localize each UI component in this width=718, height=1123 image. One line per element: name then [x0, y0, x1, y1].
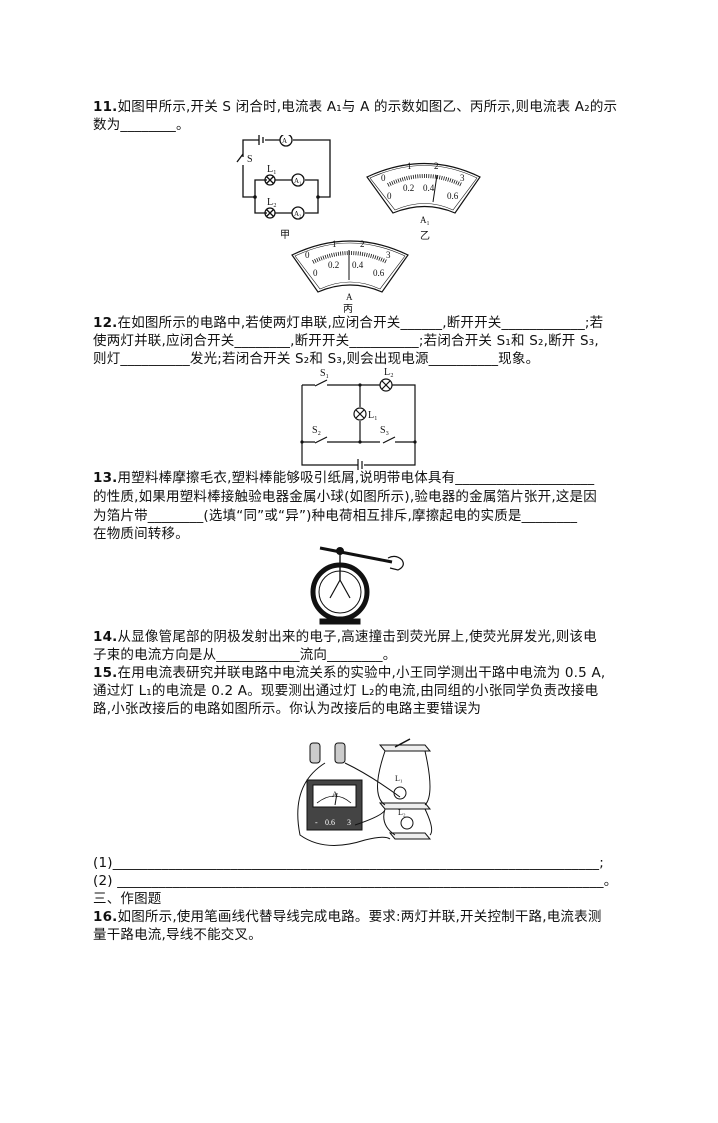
svg-text:0.6: 0.6 — [373, 268, 385, 278]
svg-text:3: 3 — [386, 250, 391, 260]
svg-text:1: 1 — [407, 161, 412, 171]
question-number: 13. — [93, 470, 118, 486]
q16-line-2: 量干路电流,导线不能交叉。 — [93, 927, 262, 943]
q11-figure: S L₁ L₂ A A₁ A₂ 甲 乙 丙 0 1 2 3 0 0.2 0.4 0.6 … — [236, 135, 481, 315]
svg-text:1: 1 — [332, 239, 337, 249]
label-a2: A₂ — [294, 210, 302, 218]
question-number: 11. — [93, 99, 118, 115]
svg-text:0: 0 — [313, 268, 318, 278]
q12-line-2: 使两灯并联,应闭合开关________,断开开关__________;若闭合开关… — [93, 333, 599, 349]
caption-bing: 丙 — [343, 304, 353, 315]
question-text: 在用电流表研究并联电路中电流关系的实验中,小王同学测出干路中电流为 0.5 A, — [117, 665, 606, 681]
q15-line-3: 路,小张改接后的电路如图所示。你认为改接后的电路主要错误为 — [93, 701, 482, 717]
caption-jia: 甲 — [280, 230, 290, 241]
label-s1: S₁ — [320, 368, 329, 379]
svg-text:0.6: 0.6 — [447, 191, 459, 201]
label-l2: L₂ — [267, 197, 277, 208]
q14-line-1: 14.从显像管尾部的阴极发射出来的电子,高速撞击到荧光屏上,使荧光屏发光,则该电 — [93, 628, 597, 646]
q15-line-1: 15.在用电流表研究并联电路中电流关系的实验中,小王同学测出干路中电流为 0.5… — [93, 664, 605, 682]
lamp-l1-icon — [393, 786, 407, 800]
q14-line-2: 子束的电流方向是从____________流向________。 — [93, 647, 397, 663]
label-s3: S₃ — [380, 425, 389, 436]
q15-line-2: 通过灯 L₁的电流是 0.2 A。现要测出通过灯 L₂的电流,由同组的小张同学负… — [93, 683, 599, 699]
question-text: 如图所示,使用笔画线代替导线完成电路。要求:两灯并联,开关控制干路,电流表测 — [117, 909, 602, 925]
label-l1: L₁ — [267, 164, 277, 175]
ammeter-a-icon — [279, 135, 293, 147]
q13-line-1: 13.用塑料棒摩擦毛衣,塑料棒能够吸引纸屑,说明带电体具有___________… — [93, 469, 594, 487]
svg-text:0: 0 — [387, 191, 392, 201]
svg-text:0.4: 0.4 — [352, 260, 364, 270]
question-text: 用塑料棒摩擦毛衣,塑料棒能够吸引纸屑,说明带电体具有______________… — [117, 470, 595, 486]
switch-icon — [378, 744, 432, 752]
q13-line-4: 在物质间转移。 — [93, 526, 189, 542]
svg-text:0: 0 — [305, 250, 310, 260]
question-number: 15. — [93, 665, 118, 681]
svg-text:2: 2 — [434, 161, 439, 171]
q12-line-1: 12.在如图所示的电路中,若使两灯串联,应闭合开关______,断开开关____… — [93, 314, 603, 332]
svg-text:-: - — [315, 818, 318, 827]
q13-line-2: 的性质,如果用塑料棒接触验电器金属小球(如图所示),验电器的金属箔片张开,这是因 — [93, 489, 597, 505]
label-l1: L₁ — [368, 410, 378, 421]
meter-bing-label: A — [346, 292, 353, 302]
question-text: 在如图所示的电路中,若使两灯串联,应闭合开关______,断开开关_______… — [117, 315, 604, 331]
question-text: 如图甲所示,开关 S 闭合时,电流表 A₁与 A 的示数如图乙、丙所示,则电流表… — [117, 99, 618, 115]
circuit-jia — [236, 135, 331, 220]
svg-text:0: 0 — [381, 173, 386, 183]
q15-answer-1[interactable]: (1)_____________________________________… — [93, 855, 604, 871]
caption-yi: 乙 — [420, 230, 430, 242]
svg-text:3: 3 — [347, 818, 351, 827]
svg-text:3: 3 — [460, 173, 465, 183]
q13-line-3: 为箔片带________(选填“同”或“异”)种电荷相互排斥,摩擦起电的实质是_… — [93, 508, 578, 524]
svg-text:0.4: 0.4 — [423, 183, 435, 193]
q11-line-1: 11.如图甲所示,开关 S 闭合时,电流表 A₁与 A 的示数如图乙、丙所示,则… — [93, 98, 617, 116]
svg-text:0.6: 0.6 — [325, 818, 335, 827]
label-s2: S₂ — [312, 425, 321, 436]
question-number: 12. — [93, 315, 118, 331]
label-a1: A₁ — [294, 177, 302, 185]
q13-electroscope-figure — [310, 546, 404, 625]
svg-text:0.2: 0.2 — [328, 260, 339, 270]
meter-bing: 0 1 2 3 0 0.2 0.4 0.6 A — [291, 239, 409, 302]
question-number: 16. — [93, 909, 118, 925]
label-l1: L₁ — [395, 774, 403, 783]
meter-yi: 0 1 2 3 0 0.2 0.4 0.6 A₁ — [366, 161, 481, 225]
question-number: 14. — [93, 629, 118, 645]
q12-line-3: 则灯__________发光;若闭合开关 S₂和 S₃,则会出现电源______… — [93, 351, 540, 367]
q11-line-2: 数为________。 — [93, 117, 190, 133]
label-l2: L₂ — [398, 808, 406, 817]
battery-icon — [309, 742, 321, 764]
section-title: 三、作图题 — [93, 891, 162, 907]
q15-answer-2[interactable]: (2) ____________________________________… — [93, 873, 618, 889]
q12-figure: S₁ L₂ L₁ S₂ S₃ — [300, 367, 417, 470]
label-s: S — [247, 154, 253, 165]
svg-text:0.2: 0.2 — [403, 183, 414, 193]
hand-icon — [387, 555, 404, 571]
question-text: 从显像管尾部的阴极发射出来的电子,高速撞击到荧光屏上,使荧光屏发光,则该电 — [117, 629, 597, 645]
q16-line-1: 16.如图所示,使用笔画线代替导线完成电路。要求:两灯并联,开关控制干路,电流表… — [93, 908, 602, 926]
label-l2: L₂ — [384, 367, 394, 378]
label-a: A — [282, 137, 287, 145]
battery-icon — [334, 742, 346, 764]
meter-label: A — [332, 790, 338, 799]
meter-yi-label: A₁ — [420, 215, 430, 225]
svg-text:2: 2 — [360, 239, 365, 249]
lamp-l2-icon — [400, 816, 414, 830]
q15-figure: A - 0.6 3 L₁ L₂ — [297, 738, 433, 846]
